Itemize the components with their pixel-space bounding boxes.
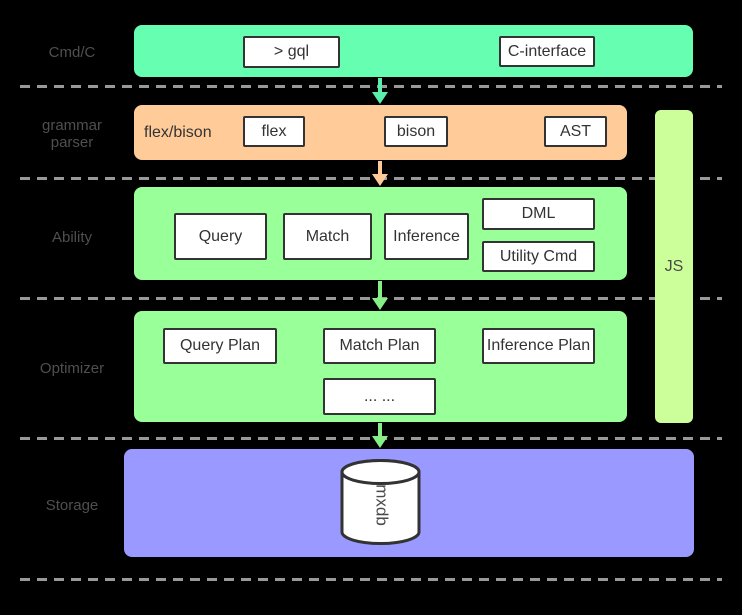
- arrow-stem: [378, 423, 382, 438]
- layer-band-ability: Query Match Inference DML Utility Cmd: [134, 187, 627, 280]
- arrow-stem: [378, 78, 382, 94]
- flow-arrow-down-1: [372, 161, 388, 186]
- flow-arrow-down-2: [372, 281, 388, 310]
- side-label-storage: Storage: [12, 497, 132, 514]
- dashed-separator: [20, 578, 722, 581]
- side-label-line: Cmd/C: [48, 43, 96, 61]
- layer-band-optimizer: Query Plan Match Plan Inference Plan ... ..…: [134, 311, 627, 422]
- arrow-stem: [378, 281, 382, 300]
- node-box: ... ...: [323, 378, 436, 415]
- dashed-separator: [20, 85, 722, 88]
- arrow-head-icon: [372, 436, 388, 448]
- side-label-line: Optimizer: [39, 359, 105, 377]
- side-label-line: grammar: [41, 117, 102, 134]
- node-box: bison: [384, 116, 448, 147]
- node-box: Inference: [384, 213, 469, 260]
- node-box: C-interface: [499, 36, 595, 67]
- node-box: DML: [482, 198, 595, 230]
- dashed-separator: [20, 297, 722, 300]
- flow-arrow-down-3: [372, 423, 388, 448]
- side-label-ability: Ability: [12, 229, 132, 246]
- node-box: Match Plan: [323, 328, 436, 364]
- side-label-line: Storage: [45, 496, 99, 514]
- side-label-optimizer: Optimizer: [12, 360, 132, 377]
- layer-band-cmd: > gql C-interface: [134, 25, 693, 77]
- layer-band-storage: mxdb: [124, 449, 694, 557]
- node-box: Query: [174, 213, 267, 260]
- node-box: AST: [544, 116, 607, 147]
- node-box: flex: [243, 116, 305, 147]
- flow-arrow-down-0: [372, 78, 388, 104]
- node-box: Utility Cmd: [482, 241, 595, 272]
- layer-band-parser: flex/bison flex bison AST: [134, 105, 627, 160]
- arrow-head-icon: [372, 174, 388, 186]
- database-cylinder: mxdb: [340, 458, 421, 546]
- side-label-line: parser: [50, 134, 94, 151]
- node-box: Query Plan: [163, 328, 277, 364]
- js-runtime-bar: JS: [655, 110, 693, 423]
- arrow-stem: [378, 161, 382, 176]
- layer-inline-label: flex/bison: [144, 123, 212, 141]
- database-cylinder-shape: mxdb: [340, 459, 421, 545]
- side-label-line: Ability: [51, 228, 92, 246]
- dashed-separator: [20, 437, 722, 440]
- dashed-separator: [20, 177, 722, 180]
- node-box: > gql: [243, 36, 340, 68]
- js-runtime-label: JS: [664, 257, 684, 275]
- side-label-cmd: Cmd/C: [12, 44, 132, 61]
- arrow-head-icon: [372, 298, 388, 310]
- node-box: Inference Plan: [482, 328, 595, 364]
- node-box: Match: [283, 213, 372, 260]
- arrow-head-icon: [372, 92, 388, 104]
- database-label: mxdb: [373, 484, 392, 526]
